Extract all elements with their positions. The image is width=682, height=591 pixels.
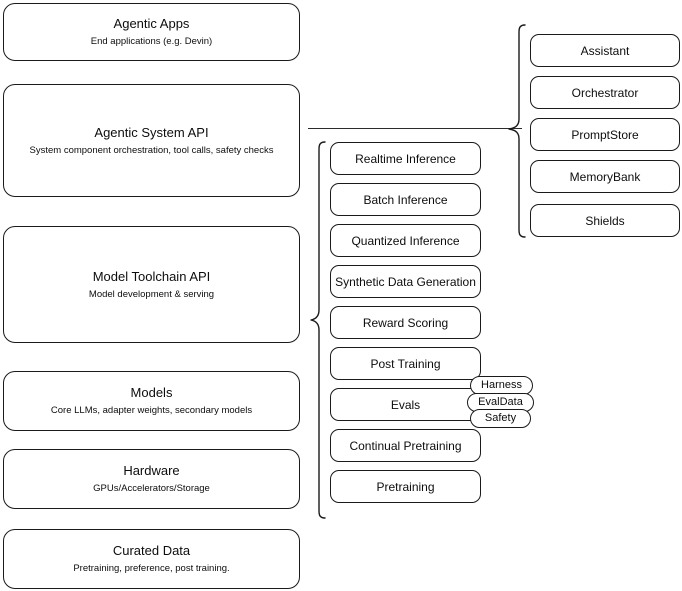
layer-subtitle: System component orchestration, tool cal… (29, 144, 274, 156)
capability-batch-inference[interactable]: Batch Inference (330, 183, 481, 216)
brace-toolchain-capabilities (310, 140, 326, 520)
layer-hardware[interactable]: Hardware GPUs/Accelerators/Storage (3, 449, 300, 509)
component-promptstore[interactable]: PromptStore (530, 118, 680, 151)
capability-quantized-inference[interactable]: Quantized Inference (330, 224, 481, 257)
brace-system-components (508, 23, 526, 239)
layer-curated-data[interactable]: Curated Data Pretraining, preference, po… (3, 529, 300, 589)
evals-tag-label: Harness (481, 379, 522, 391)
capability-label: Realtime Inference (355, 151, 456, 166)
layer-title: Agentic Apps (113, 16, 190, 31)
layer-subtitle: Core LLMs, adapter weights, secondary mo… (50, 405, 253, 416)
layer-subtitle: End applications (e.g. Devin) (90, 36, 213, 47)
connector-agentic-system-to-components (308, 128, 522, 129)
capability-label: Batch Inference (363, 192, 448, 207)
layer-subtitle: GPUs/Accelerators/Storage (93, 483, 210, 494)
layer-model-toolchain-api[interactable]: Model Toolchain API Model development & … (3, 226, 300, 343)
layer-title: Model Toolchain API (92, 268, 211, 284)
component-label: Assistant (580, 43, 630, 58)
capability-label: Pretraining (376, 479, 435, 494)
layer-title: Agentic System API (94, 124, 209, 140)
layer-models[interactable]: Models Core LLMs, adapter weights, secon… (3, 371, 300, 431)
evals-tag-label: Safety (484, 412, 517, 424)
capability-label: Continual Pretraining (349, 438, 462, 453)
layer-agentic-system-api[interactable]: Agentic System API System component orch… (3, 84, 300, 197)
component-memorybank[interactable]: MemoryBank (530, 160, 680, 193)
capability-post-training[interactable]: Post Training (330, 347, 481, 380)
evals-tag-label: EvalData (478, 396, 523, 408)
component-label: MemoryBank (569, 169, 641, 184)
capability-label: Post Training (370, 356, 441, 371)
evals-tag-safety[interactable]: Safety (470, 409, 531, 428)
component-assistant[interactable]: Assistant (530, 34, 680, 67)
capability-label: Evals (390, 397, 421, 412)
capability-reward-scoring[interactable]: Reward Scoring (330, 306, 481, 339)
layer-title: Hardware (123, 463, 180, 478)
capability-pretraining[interactable]: Pretraining (330, 470, 481, 503)
layer-agentic-apps[interactable]: Agentic Apps End applications (e.g. Devi… (3, 3, 300, 61)
layer-subtitle: Pretraining, preference, post training. (73, 563, 230, 574)
component-label: Shields (585, 213, 625, 228)
layer-title: Curated Data (112, 543, 191, 558)
capability-label: Quantized Inference (351, 233, 460, 248)
component-label: Orchestrator (571, 85, 639, 100)
evals-tag-evaldata[interactable]: EvalData (467, 393, 534, 412)
component-label: PromptStore (571, 127, 639, 142)
capability-label: Synthetic Data Generation (335, 274, 476, 289)
capability-label: Reward Scoring (362, 315, 449, 330)
capability-evals[interactable]: Evals (330, 388, 481, 421)
capability-realtime-inference[interactable]: Realtime Inference (330, 142, 481, 175)
component-orchestrator[interactable]: Orchestrator (530, 76, 680, 109)
capability-continual-pretraining[interactable]: Continual Pretraining (330, 429, 481, 462)
layer-subtitle: Model development & serving (88, 288, 215, 300)
capability-synthetic-data-generation[interactable]: Synthetic Data Generation (330, 265, 481, 298)
component-shields[interactable]: Shields (530, 204, 680, 237)
layer-title: Models (130, 385, 173, 400)
